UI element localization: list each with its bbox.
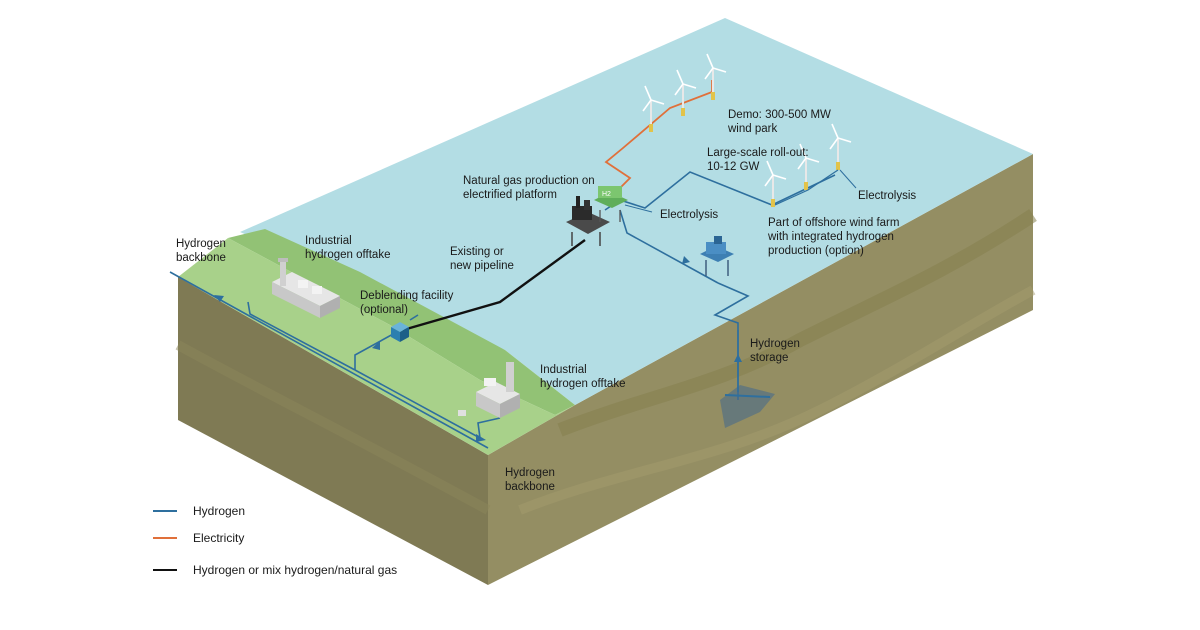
turbine-cable — [774, 169, 839, 206]
legend-item-mix: Hydrogen or mix hydrogen/natural gas — [153, 561, 397, 579]
svg-text:electrified platform: electrified platform — [463, 189, 557, 201]
svg-text:Part of offshore wind farm: Part of offshore wind farm — [768, 217, 899, 229]
svg-text:hydrogen offtake: hydrogen offtake — [540, 378, 625, 390]
svg-text:Existing or: Existing or — [450, 246, 504, 258]
label-electrolysis-right: Electrolysis — [858, 190, 916, 202]
label-industrial-bottom: Industrial hydrogen offtake — [540, 364, 625, 390]
label-hydrogen-storage: Hydrogen storage — [750, 338, 800, 364]
svg-text:Hydrogen: Hydrogen — [505, 467, 555, 479]
industrial-offtake-top-icon — [272, 258, 340, 318]
svg-text:10-12 GW: 10-12 GW — [707, 161, 760, 173]
gas-platform-icon — [566, 196, 610, 246]
hydrogen-platform-icon — [700, 236, 734, 276]
svg-text:production (option): production (option) — [768, 245, 864, 257]
svg-text:storage: storage — [750, 352, 788, 364]
soil-strata-3 — [175, 340, 491, 515]
legend-swatch-electricity — [153, 537, 177, 539]
svg-text:wind park: wind park — [727, 123, 777, 135]
label-hydrogen-backbone-bottom: Hydrogen backbone — [505, 467, 555, 493]
mix-pipeline — [402, 239, 586, 332]
label-deblending: Deblending facility (optional) — [360, 290, 454, 316]
legend-swatch-hydrogen — [153, 510, 177, 512]
label-demo: Demo: 300-500 MW wind park — [727, 109, 831, 135]
legend-label: Hydrogen or mix hydrogen/natural gas — [193, 563, 398, 577]
svg-text:Demo: 300-500 MW: Demo: 300-500 MW — [728, 109, 831, 121]
svg-text:new pipeline: new pipeline — [450, 260, 514, 272]
svg-text:(optional): (optional) — [360, 304, 408, 316]
svg-text:backbone: backbone — [176, 252, 226, 264]
svg-text:Industrial: Industrial — [305, 235, 352, 247]
svg-text:with integrated hydrogen: with integrated hydrogen — [767, 231, 894, 243]
legend-item-hydrogen: Hydrogen — [153, 502, 245, 520]
legend-label: Electricity — [193, 531, 245, 545]
electrolysis-platform-icon: H2 — [594, 186, 628, 222]
label-hydrogen-backbone-left: Hydrogen backbone — [176, 238, 226, 264]
svg-text:Natural gas production on: Natural gas production on — [463, 175, 595, 187]
turbine-icon — [764, 160, 787, 207]
label-large-scale: Large-scale roll-out: 10-12 GW — [707, 147, 809, 173]
sea-surface — [240, 18, 1033, 405]
deblending-facility-icon — [391, 322, 409, 342]
svg-text:Hydrogen: Hydrogen — [176, 238, 226, 250]
electrolysis-right-leader — [839, 169, 857, 189]
turbine-icon — [642, 85, 665, 132]
wind-turbines — [642, 53, 852, 207]
soil-strata-2 — [518, 285, 1036, 515]
industrial-offtake-bottom-icon — [458, 362, 520, 418]
hydrogen-storage-cavern — [720, 330, 775, 428]
legend-item-electricity: Electricity — [153, 529, 244, 547]
svg-text:Industrial: Industrial — [540, 364, 587, 376]
label-existing-pipeline: Existing or new pipeline — [450, 246, 514, 272]
hydrogen-arrows — [214, 256, 742, 442]
soil-strata-1 — [557, 209, 1037, 437]
turbine-icon — [829, 123, 852, 170]
turbine-icon — [674, 69, 697, 116]
electrolysis-center-leader — [624, 204, 653, 213]
svg-text:Deblending facility: Deblending facility — [360, 290, 454, 302]
coast-strip — [228, 229, 575, 415]
label-natural-gas-production: Natural gas production on electrified pl… — [463, 175, 595, 201]
svg-text:Large-scale roll-out:: Large-scale roll-out: — [707, 147, 809, 159]
svg-text:Hydrogen: Hydrogen — [750, 338, 800, 350]
label-industrial-top: Industrial hydrogen offtake — [305, 235, 390, 261]
platform-h2-text: H2 — [602, 191, 611, 198]
label-part-offshore: Part of offshore wind farm with integrat… — [767, 217, 899, 257]
legend-label: Hydrogen — [193, 504, 246, 518]
label-electrolysis-center: Electrolysis — [660, 209, 718, 221]
turbine-icon — [797, 143, 820, 190]
svg-text:backbone: backbone — [505, 481, 555, 493]
turbine-icon — [704, 53, 727, 100]
legend-swatch-mix — [153, 569, 177, 571]
svg-text:hydrogen offtake: hydrogen offtake — [305, 249, 390, 261]
